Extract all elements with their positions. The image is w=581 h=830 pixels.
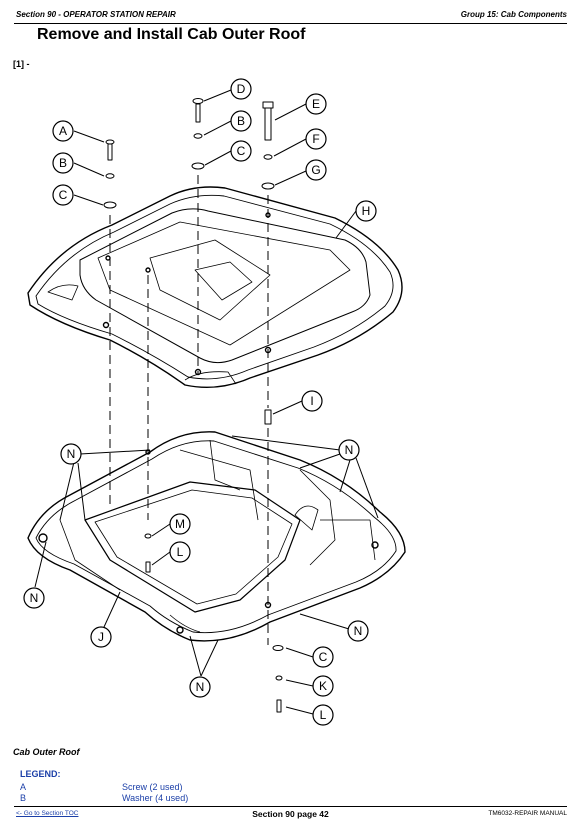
footer-divider — [14, 806, 567, 807]
callout-J: J — [90, 626, 112, 648]
svg-text:D: D — [237, 82, 246, 96]
header-divider — [14, 23, 567, 24]
callout-M: M — [169, 513, 191, 535]
callout-G: G — [305, 159, 327, 181]
svg-text:N: N — [67, 447, 76, 461]
callout-B-top: B — [52, 152, 74, 174]
svg-text:N: N — [354, 624, 363, 638]
svg-text:B: B — [59, 156, 67, 170]
section-header: Section 90 - OPERATOR STATION REPAIR — [16, 10, 176, 19]
svg-text:E: E — [312, 97, 320, 111]
svg-text:K: K — [319, 679, 327, 693]
legend-letter: B — [20, 793, 27, 803]
svg-text:N: N — [30, 591, 39, 605]
svg-text:L: L — [177, 545, 184, 559]
callout-N-bottom: N — [189, 676, 211, 698]
figure-caption: Cab Outer Roof — [13, 747, 80, 757]
legend-description: Screw (2 used) — [122, 782, 183, 792]
callout-I: I — [301, 390, 323, 412]
cab-roof-exploded-diagram: D A B B E C F C G H I N N M L N J N C N … — [23, 78, 406, 726]
svg-text:C: C — [59, 188, 68, 202]
svg-text:F: F — [312, 132, 319, 146]
callout-N-left: N — [60, 443, 82, 465]
page-title: Remove and Install Cab Outer Roof — [37, 26, 306, 43]
callout-L-bottom: L — [312, 704, 334, 726]
legend-title: LEGEND: — [20, 769, 61, 779]
legend-letter: A — [20, 782, 27, 792]
callout-K: K — [312, 675, 334, 697]
group-header: Group 15: Cab Components — [460, 10, 567, 19]
svg-text:I: I — [310, 394, 313, 408]
callout-F: F — [305, 128, 327, 150]
page-number: Section 90 page 42 — [252, 809, 329, 819]
svg-text:H: H — [362, 204, 371, 218]
callout-C-left: C — [52, 184, 74, 206]
section-toc-link[interactable]: <- Go to Section TOC — [16, 810, 79, 817]
svg-text:L: L — [320, 708, 327, 722]
svg-text:C: C — [237, 144, 246, 158]
callout-A: A — [52, 120, 74, 142]
cab-frame — [27, 431, 406, 642]
figure-reference: [1] - — [13, 59, 30, 69]
svg-text:J: J — [98, 630, 104, 644]
callout-N-far-left: N — [23, 587, 45, 609]
callout-N-lower-right: N — [347, 620, 369, 642]
svg-text:N: N — [196, 680, 205, 694]
callout-N-right: N — [338, 439, 360, 461]
svg-text:B: B — [237, 114, 245, 128]
callout-E: E — [305, 93, 327, 115]
callout-L-center: L — [169, 541, 191, 563]
svg-text:N: N — [345, 443, 354, 457]
svg-text:M: M — [175, 517, 185, 531]
legend-description: Washer (4 used) — [122, 793, 189, 803]
svg-text:A: A — [59, 124, 67, 138]
callout-B-right: B — [230, 110, 252, 132]
outer-roof-panel — [27, 186, 403, 389]
callout-C-bottom: C — [312, 646, 334, 668]
svg-text:C: C — [319, 650, 328, 664]
svg-text:G: G — [311, 163, 320, 177]
callout-D: D — [230, 78, 252, 100]
manual-id: TM6032-REPAIR MANUAL — [488, 810, 567, 817]
callout-H: H — [355, 200, 377, 222]
callout-C-mid: C — [230, 140, 252, 162]
